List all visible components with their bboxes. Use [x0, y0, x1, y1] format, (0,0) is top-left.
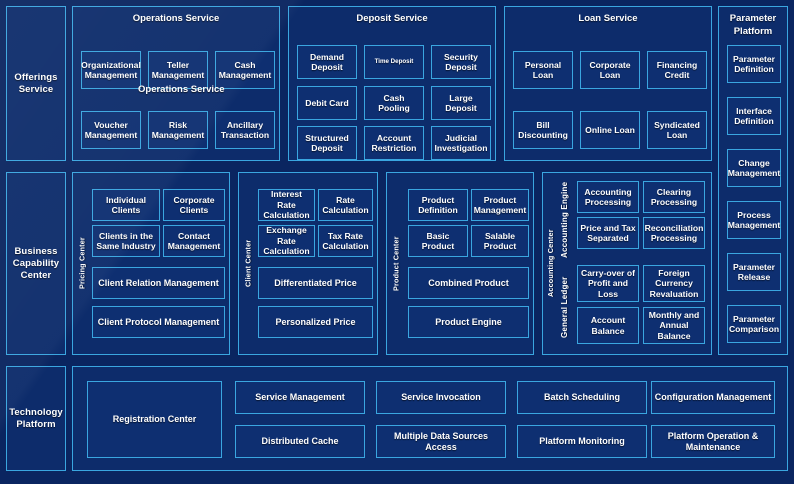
cell-structured-deposit[interactable]: Structured Deposit: [297, 126, 357, 160]
cell-cash-pooling[interactable]: Cash Pooling: [364, 86, 424, 120]
cell-voucher-management[interactable]: Voucher Management: [81, 111, 141, 149]
cell-monthly-and-annual-balance[interactable]: Monthly and Annual Balance: [643, 307, 705, 344]
cell-tax-rate-calculation[interactable]: Tax Rate Calculation: [318, 225, 373, 257]
cell-ancillary-transaction[interactable]: Ancillary Transaction: [215, 111, 275, 149]
cell-individual-clients[interactable]: Individual Clients: [92, 189, 160, 221]
cell-interest-rate-calculation[interactable]: Interest Rate Calculation: [258, 189, 315, 221]
cell-batch-scheduling[interactable]: Batch Scheduling: [517, 381, 647, 414]
cell-clearing-processing[interactable]: Clearing Processing: [643, 181, 705, 213]
overlap-operations-service-label: Operations Service: [138, 84, 225, 95]
cell-accounting-processing[interactable]: Accounting Processing: [577, 181, 639, 213]
cell-multiple-data-sources-access[interactable]: Multiple Data Sources Access: [376, 425, 506, 458]
cell-judicial-investigation[interactable]: Judicial Investigation: [431, 126, 491, 160]
cell-clients-in-the-same-industry[interactable]: Clients in the Same Industry: [92, 225, 160, 257]
cell-personal-loan[interactable]: Personal Loan: [513, 51, 573, 89]
cell-client-relation-management[interactable]: Client Relation Management: [92, 267, 225, 299]
cell-bill-discounting[interactable]: Bill Discounting: [513, 111, 573, 149]
vlabel-product-center: Product Center: [391, 236, 401, 291]
vlabel-accounting-engine: Accounting Engine: [560, 181, 569, 259]
vlabel-general-ledger: General Ledger: [560, 276, 569, 338]
cell-change-management[interactable]: Change Management: [727, 149, 781, 187]
panel-client-center: Client Center Interest Rate Calculation …: [238, 172, 378, 355]
row-label-business-capability-center: Business Capability Center: [6, 172, 66, 355]
panel-parameter-platform: Parameter Platform Parameter Definition …: [718, 6, 788, 355]
cell-time-deposit[interactable]: Time Deposit: [364, 45, 424, 79]
panel-deposit-service: Deposit Service Demand Deposit Time Depo…: [288, 6, 496, 161]
cell-large-deposit[interactable]: Large Deposit: [431, 86, 491, 120]
cell-foreign-currency-revaluation[interactable]: Foreign Currency Revaluation: [643, 265, 705, 302]
cell-exchange-rate-calculation[interactable]: Exchange Rate Calculation: [258, 225, 315, 257]
panel-title-deposit-service: Deposit Service: [356, 13, 428, 24]
cell-configuration-management[interactable]: Configuration Management: [651, 381, 775, 414]
cell-risk-management[interactable]: Risk Management: [148, 111, 208, 149]
cell-parameter-release[interactable]: Parameter Release: [727, 253, 781, 291]
cell-carry-over-of-profit-and-loss[interactable]: Carry-over of Profit and Loss: [577, 265, 639, 302]
cell-rate-calculation[interactable]: Rate Calculation: [318, 189, 373, 221]
row-label-technology-platform: Technology Platform: [6, 366, 66, 471]
cell-parameter-comparison[interactable]: Parameter Comparison: [727, 305, 781, 343]
vlabel-accounting-center: Accounting Center: [546, 229, 555, 298]
panel-accounting-center: Accounting Center Accounting Engine Acco…: [542, 172, 712, 355]
cell-teller-management[interactable]: Teller Management: [148, 51, 208, 89]
cell-process-management[interactable]: Process Management: [727, 201, 781, 239]
cell-financing-credit[interactable]: Financing Credit: [647, 51, 707, 89]
cell-personalized-price[interactable]: Personalized Price: [258, 306, 373, 338]
cell-salable-product[interactable]: Salable Product: [471, 225, 529, 257]
cell-basic-product[interactable]: Basic Product: [408, 225, 468, 257]
cell-account-restriction[interactable]: Account Restriction: [364, 126, 424, 160]
cell-debit-card[interactable]: Debit Card: [297, 86, 357, 120]
panel-product-center: Product Center Product Definition Produc…: [386, 172, 534, 355]
panel-pricing-center: Pricing Center Individual Clients Corpor…: [72, 172, 230, 355]
cell-differentiated-price[interactable]: Differentiated Price: [258, 267, 373, 299]
cell-price-and-tax-separated[interactable]: Price and Tax Separated: [577, 217, 639, 249]
cell-registration-center[interactable]: Registration Center: [87, 381, 222, 458]
vlabel-client-center: Client Center: [243, 239, 253, 288]
cell-organizational-management[interactable]: Organizational Management: [81, 51, 141, 89]
cell-security-deposit[interactable]: Security Deposit: [431, 45, 491, 79]
cell-syndicated-loan[interactable]: Syndicated Loan: [647, 111, 707, 149]
cell-service-invocation[interactable]: Service Invocation: [376, 381, 506, 414]
panel-loan-service: Loan Service Personal Loan Corporate Loa…: [504, 6, 712, 161]
cell-client-protocol-management[interactable]: Client Protocol Management: [92, 306, 225, 338]
cell-reconciliation-processing[interactable]: Reconciliation Processing: [643, 217, 705, 249]
cell-corporate-clients[interactable]: Corporate Clients: [163, 189, 225, 221]
cell-product-definition[interactable]: Product Definition: [408, 189, 468, 221]
cell-demand-deposit[interactable]: Demand Deposit: [297, 45, 357, 79]
cell-service-management[interactable]: Service Management: [235, 381, 365, 414]
cell-product-engine[interactable]: Product Engine: [408, 306, 529, 338]
cell-platform-monitoring[interactable]: Platform Monitoring: [517, 425, 647, 458]
cell-interface-definition[interactable]: Interface Definition: [727, 97, 781, 135]
cell-distributed-cache[interactable]: Distributed Cache: [235, 425, 365, 458]
cell-cash-management[interactable]: Cash Management: [215, 51, 275, 89]
cell-combined-product[interactable]: Combined Product: [408, 267, 529, 299]
cell-account-balance[interactable]: Account Balance: [577, 307, 639, 344]
cell-product-management[interactable]: Product Management: [471, 189, 529, 221]
panel-title-loan-service: Loan Service: [578, 13, 638, 24]
panel-title-parameter-platform: Parameter Platform: [729, 13, 777, 37]
cell-online-loan[interactable]: Online Loan: [580, 111, 640, 149]
cell-corporate-loan[interactable]: Corporate Loan: [580, 51, 640, 89]
panel-operations-service: Operations Service Organizational Manage…: [72, 6, 280, 161]
vlabel-pricing-center: Pricing Center: [77, 237, 87, 290]
cell-parameter-definition[interactable]: Parameter Definition: [727, 45, 781, 83]
panel-title-operations-service: Operations Service: [132, 13, 220, 24]
row-label-offerings-service: Offerings Service: [6, 6, 66, 161]
panel-technology-platform: Registration Center Service Management S…: [72, 366, 788, 471]
cell-platform-operation-maintenance[interactable]: Platform Operation & Maintenance: [651, 425, 775, 458]
cell-contact-management[interactable]: Contact Management: [163, 225, 225, 257]
